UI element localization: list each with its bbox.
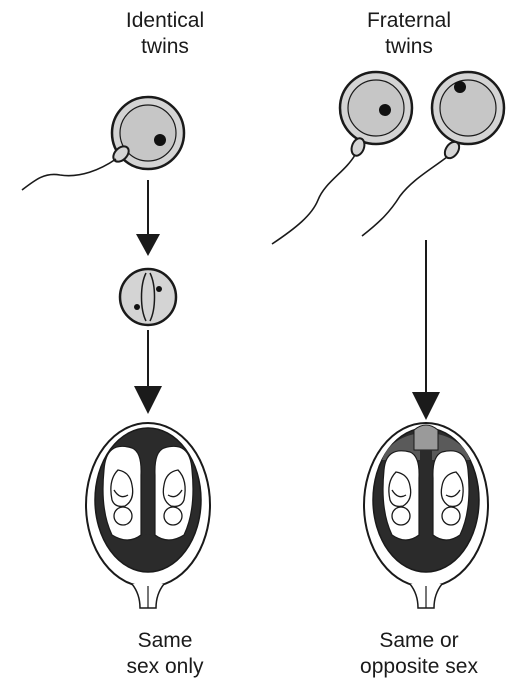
fraternal-uterus (364, 423, 488, 608)
fraternal-egg-right (432, 72, 504, 144)
identical-caption: Same sex only (90, 628, 240, 680)
identical-sperm (22, 143, 132, 190)
fraternal-sperm-right (362, 139, 462, 236)
fraternal-sperm-left (272, 136, 367, 244)
identical-caption-line2: sex only (90, 654, 240, 680)
two-cell-embryo (120, 269, 176, 325)
fraternal-caption-line2: opposite sex (334, 654, 504, 680)
identical-uterus (86, 423, 210, 608)
fraternal-caption: Same or opposite sex (334, 628, 504, 680)
fraternal-egg-left (340, 72, 412, 144)
identical-caption-line1: Same (90, 628, 240, 654)
fraternal-caption-line1: Same or (334, 628, 504, 654)
identical-arrow-2 (134, 330, 162, 414)
fraternal-arrow (412, 240, 440, 420)
identical-arrow-1 (136, 180, 160, 256)
